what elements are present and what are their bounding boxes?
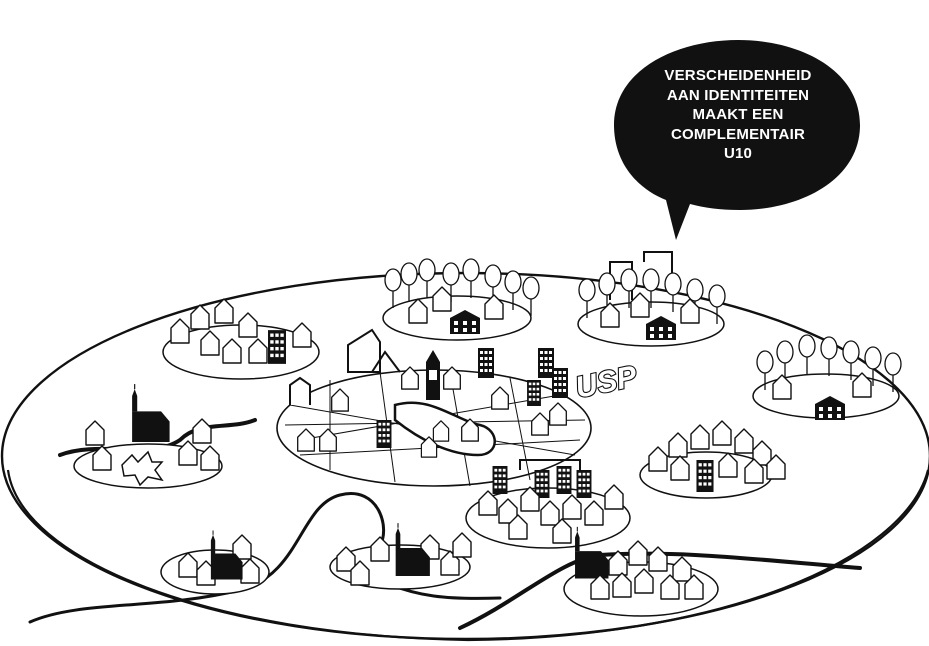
speech-line: U10 [626, 144, 850, 164]
speech-line: AAN IDENTITEITEN [626, 86, 850, 106]
speech-line: MAAKT EEN [626, 105, 850, 125]
speech-line: COMPLEMENTAIR [626, 125, 850, 145]
speech-bubble-text: VERSCHEIDENHEID AAN IDENTITEITEN MAAKT E… [626, 66, 850, 164]
speech-line: VERSCHEIDENHEID [626, 66, 850, 86]
